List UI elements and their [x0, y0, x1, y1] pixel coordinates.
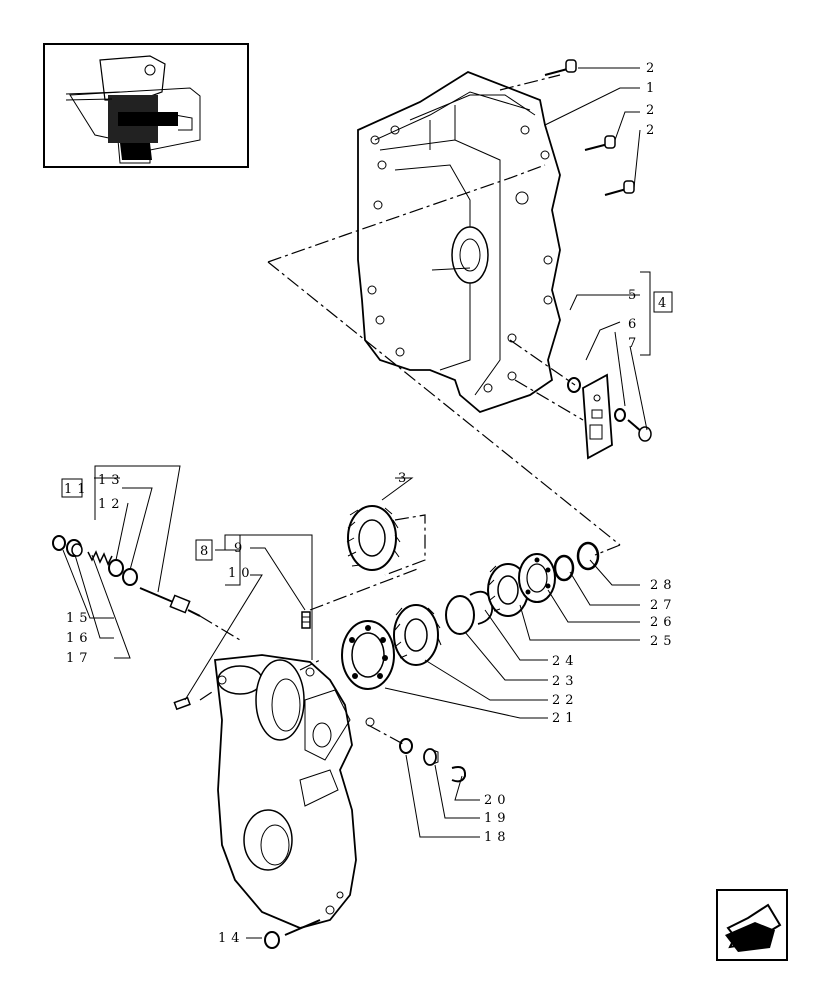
gear-25: [487, 563, 531, 617]
label-18: 18: [484, 830, 511, 845]
bolt-7: [627, 419, 652, 442]
label-21: 21: [552, 711, 579, 726]
label-10: 10: [228, 566, 255, 581]
gear-housing: [357, 70, 561, 414]
label-15: 15: [66, 611, 93, 626]
label-25: 25: [650, 634, 677, 649]
ring-23: [445, 595, 475, 635]
ring-27: [553, 554, 575, 582]
ring-28: [576, 541, 600, 571]
front-cover: [214, 654, 375, 929]
label-14: 14: [218, 931, 245, 946]
pin-9: [301, 611, 311, 629]
bolt-2-top: [544, 59, 577, 76]
alignment-lines: [199, 74, 621, 746]
label-5: 5: [628, 288, 641, 303]
label-6: 6: [628, 317, 641, 332]
label-2-mid: 2: [646, 103, 659, 118]
assembly-thumbnail[interactable]: [43, 43, 249, 168]
label-17: 17: [66, 651, 93, 666]
label-13: 13: [98, 473, 125, 488]
label-12: 12: [98, 497, 125, 512]
washer-13: [122, 568, 138, 586]
label-2-low: 2: [646, 123, 659, 138]
label-11: 11: [64, 482, 91, 497]
bolt-14: [264, 919, 321, 949]
spring-17: [87, 550, 113, 566]
ring-15: [52, 535, 66, 551]
bush-19: [423, 748, 439, 766]
label-7: 7: [628, 336, 641, 351]
washer-12: [108, 559, 124, 577]
gear-3: [346, 505, 401, 571]
bearing-26: [518, 553, 556, 603]
cap-16: [66, 539, 83, 557]
part-labels: 2 1 2 2 5 4 6 7 3 11 13 12 8 9 10 28 27 …: [61, 61, 677, 946]
gear-22: [393, 604, 442, 666]
washer-6: [614, 408, 626, 422]
label-3: 3: [398, 471, 411, 486]
label-23: 23: [552, 674, 579, 689]
pin-10: [173, 696, 191, 711]
bolt-2-low: [604, 180, 635, 196]
label-4: 4: [658, 296, 671, 311]
leader-lines: [62, 67, 651, 939]
label-19: 19: [484, 811, 511, 826]
bolt-2-mid: [584, 135, 616, 151]
label-20: 20: [484, 793, 511, 808]
bearing-21: [341, 620, 395, 690]
label-22: 22: [552, 693, 579, 708]
clip-20: [451, 766, 467, 783]
label-26: 26: [650, 615, 677, 630]
label-2-top: 2: [646, 61, 659, 76]
seal-18: [399, 738, 413, 754]
label-1: 1: [646, 81, 659, 96]
label-16: 16: [66, 631, 93, 646]
shaft-11: [139, 587, 201, 617]
label-28: 28: [650, 578, 677, 593]
label-8: 8: [200, 544, 213, 559]
label-24: 24: [552, 654, 579, 669]
arrow-back-icon[interactable]: [716, 889, 788, 961]
cover-plate: [582, 373, 613, 460]
label-9: 9: [234, 541, 247, 556]
label-27: 27: [650, 598, 677, 613]
